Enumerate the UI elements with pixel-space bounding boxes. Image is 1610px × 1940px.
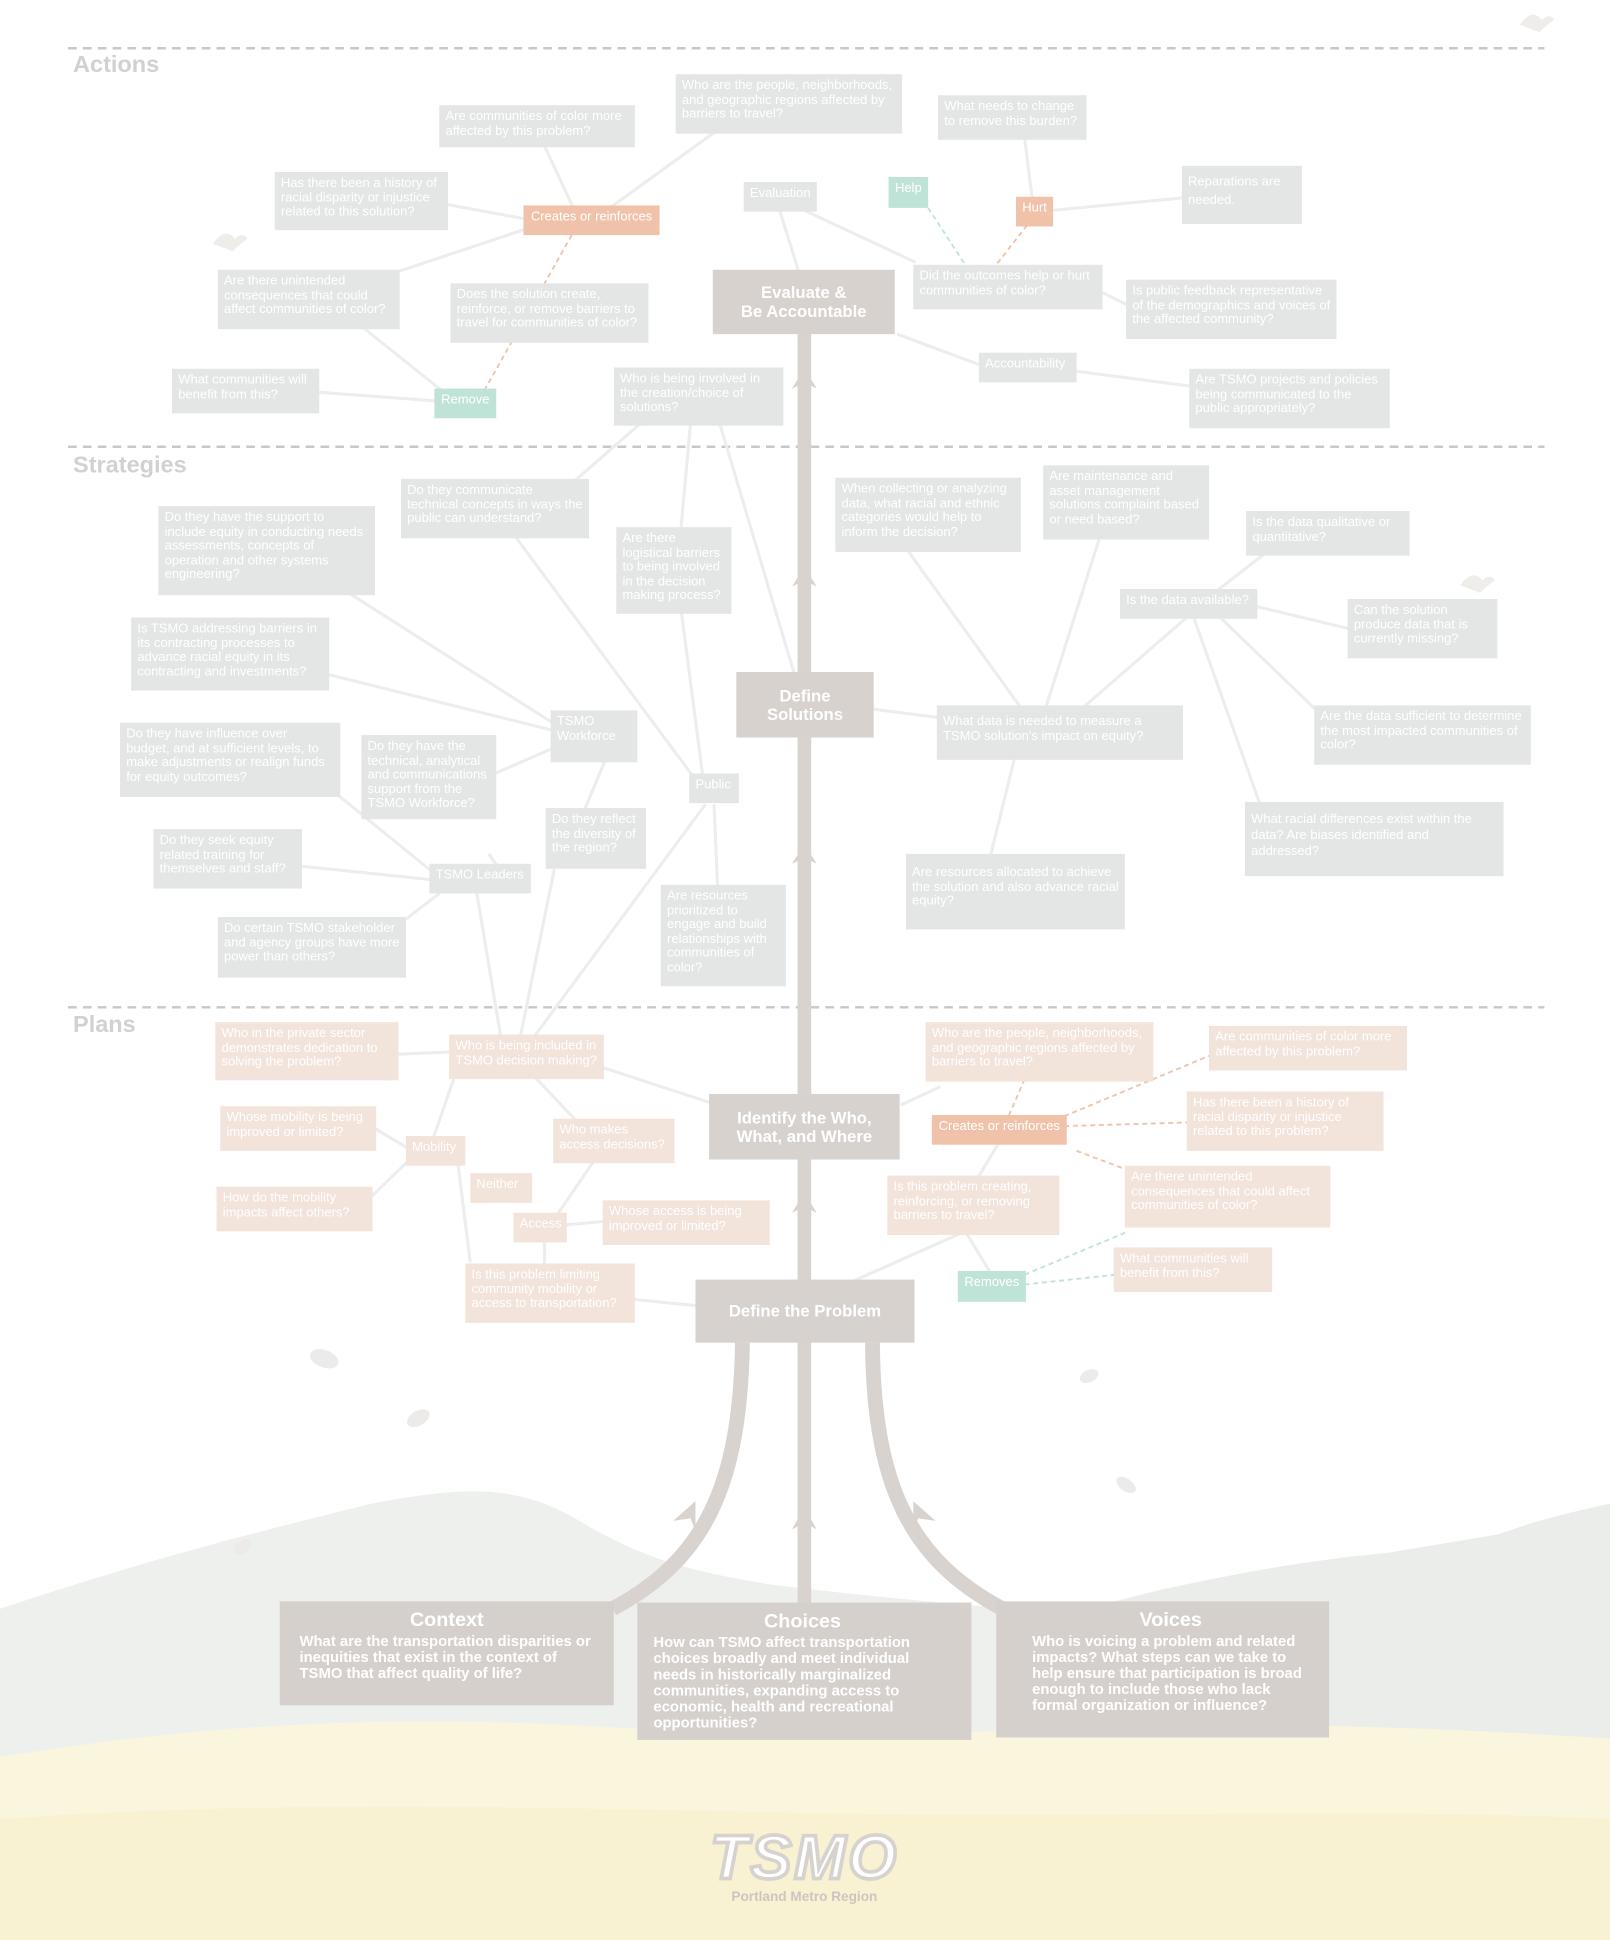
plan-q-access-improved: Whose access is being improved or limite…	[602, 1200, 770, 1245]
strategy-tsmo-workforce: TSMO Workforce	[550, 710, 638, 763]
root-context-title: Context	[409, 1609, 484, 1632]
strategy-q-categories: When collecting or analyzing data, what …	[835, 477, 1021, 552]
action-q-color-affected: Are communities of color more affected b…	[439, 105, 635, 148]
strategy-q-racial-diff: What racial differences exist within the…	[1244, 801, 1504, 877]
plan-q-history: Has there been a history of racial dispa…	[1186, 1091, 1384, 1151]
plan-mobility: Mobility	[405, 1136, 466, 1166]
section-label-strategies: Strategies	[73, 452, 187, 479]
action-q-who-people: Who are the people, neighborhoods, and g…	[675, 74, 903, 134]
strategy-q-power: Do certain TSMO stakeholder and agency g…	[217, 916, 406, 978]
strategy-q-maintenance: Are maintenance and asset management sol…	[1043, 465, 1210, 540]
plan-q-color-affected: Are communities of color more affected b…	[1209, 1025, 1408, 1071]
stage-identify[interactable]: Identify the Who, What, and Where	[709, 1093, 900, 1160]
action-q-outcomes: Did the outcomes help or hurt communitie…	[913, 264, 1103, 310]
root-context-body: What are the transportation disparities …	[299, 1632, 591, 1682]
strategy-q-data-needed: What data is needed to measure a TSMO so…	[936, 705, 1184, 760]
plan-q-who-people: Who are the people, neighborhoods, and g…	[925, 1022, 1154, 1082]
action-accountability: Accountability	[978, 352, 1077, 383]
tree-trunk	[609, 327, 1006, 1616]
plan-q-included: Who is being included in TSMO decision m…	[449, 1034, 604, 1080]
background-grass-front	[0, 1806, 1610, 1940]
plan-q-makes-access: Who makes access decisions?	[553, 1118, 675, 1164]
trunk-arrows	[673, 368, 936, 1531]
action-q-change: What needs to change to remove this burd…	[938, 95, 1087, 140]
logo-subtitle: Portland Metro Region	[731, 1889, 878, 1905]
strategy-q-produce: Can the solution produce data that is cu…	[1347, 598, 1498, 659]
strategy-q-available: Is the data available?	[1119, 589, 1258, 619]
logo-text: TSMO	[708, 1822, 899, 1893]
tsmo-logo: TSMO Portland Metro Region	[693, 1822, 916, 1905]
action-hurt: Hurt	[1015, 196, 1054, 227]
action-help: Help	[888, 176, 929, 208]
strategy-q-qualitative: Is the data qualitative or quantitative?	[1246, 511, 1410, 556]
action-q-feedback: Is public feedback representative of the…	[1126, 279, 1337, 340]
action-remove: Remove	[434, 388, 497, 419]
strategy-tsmo-leaders: TSMO Leaders	[429, 863, 531, 894]
stage-define-solutions[interactable]: Define Solutions	[736, 671, 874, 738]
plan-access: Access	[513, 1212, 567, 1243]
strategy-q-support: Do they have the support to include equi…	[158, 506, 375, 596]
plan-q-problem-creating: Is this problem creating, reinforcing, o…	[887, 1175, 1060, 1236]
action-q-solution-create: Does the solution create, reinforce, or …	[450, 283, 649, 343]
plan-removes: Removes	[957, 1270, 1026, 1302]
section-label-actions: Actions	[73, 51, 160, 78]
strategy-q-training: Do they seek equity related training for…	[153, 829, 302, 889]
root-voices-body: Who is voicing a problem and related imp…	[1032, 1632, 1302, 1714]
plan-q-unintended: Are there unintended consequences that c…	[1124, 1165, 1331, 1228]
strategy-q-resources-allocated: Are resources allocated to achieve the s…	[905, 853, 1125, 930]
plan-neither: Neither	[470, 1173, 533, 1203]
action-q-communicated: Are TSMO projects and policies being com…	[1189, 368, 1390, 429]
plan-creates-reinforces: Creates or reinforces	[931, 1114, 1067, 1145]
strategy-q-logistical: Are there logistical barriers to being i…	[616, 527, 732, 614]
section-dividers	[68, 47, 1545, 1009]
plan-q-limiting: Is this problem limiting community mobil…	[465, 1263, 635, 1323]
root-choices-body: How can TSMO affect transportation choic…	[653, 1633, 911, 1732]
action-reparations: Reparations are needed.	[1181, 165, 1302, 224]
action-evaluation: Evaluation	[743, 181, 817, 212]
root-choices-title: Choices	[764, 1611, 842, 1633]
plan-q-private: Who in the private sector demonstrates d…	[215, 1022, 399, 1081]
strategy-q-influence: Do they have influence over budget, and …	[120, 722, 341, 797]
plan-q-mobility-impacts: How do the mobility impacts affect other…	[216, 1186, 373, 1232]
plan-q-mobility-improved: Whose mobility is being improved or limi…	[220, 1106, 377, 1151]
section-label-plans: Plans	[73, 1012, 136, 1039]
strategy-q-technical: Do they have the technical, analytical a…	[361, 735, 497, 820]
action-q-history: Has there been a history of racial dispa…	[274, 172, 448, 231]
root-choices: Choices How can TSMO affect transportati…	[637, 1602, 972, 1740]
strategy-public: Public	[689, 773, 739, 804]
stage-evaluate[interactable]: Evaluate & Be Accountable	[712, 269, 895, 335]
root-context: Context What are the transportation disp…	[279, 1601, 614, 1706]
strategy-q-diversity: Do they reflect the diversity of the reg…	[545, 808, 646, 869]
connector-lines	[301, 128, 1350, 1308]
decorative-leaves	[233, 1349, 1136, 1555]
root-voices-title: Voices	[1139, 1609, 1202, 1632]
action-q-unintended: Are there unintended consequences that c…	[217, 269, 400, 330]
strategy-q-sufficient: Are the data sufficient to determine the…	[1314, 705, 1531, 765]
strategy-q-communicate: Do they communicate technical concepts i…	[400, 478, 590, 539]
action-q-involved: Who is being involved in the creation/ch…	[613, 367, 784, 426]
root-voices: Voices Who is voicing a problem and rela…	[996, 1601, 1330, 1738]
action-q-benefit: What communities will benefit from this?	[172, 368, 320, 414]
plan-q-benefit: What communities will benefit from this?	[1113, 1247, 1273, 1292]
decorative-birds	[212, 14, 1555, 593]
action-creates-reinforces: Creates or reinforces	[523, 205, 660, 236]
stage-define-problem[interactable]: Define the Problem	[695, 1279, 915, 1343]
strategy-q-contracting: Is TSMO addressing barriers in its contr…	[131, 617, 330, 691]
strategy-q-resources-prioritized: Are resources prioritized to engage and …	[660, 884, 786, 987]
